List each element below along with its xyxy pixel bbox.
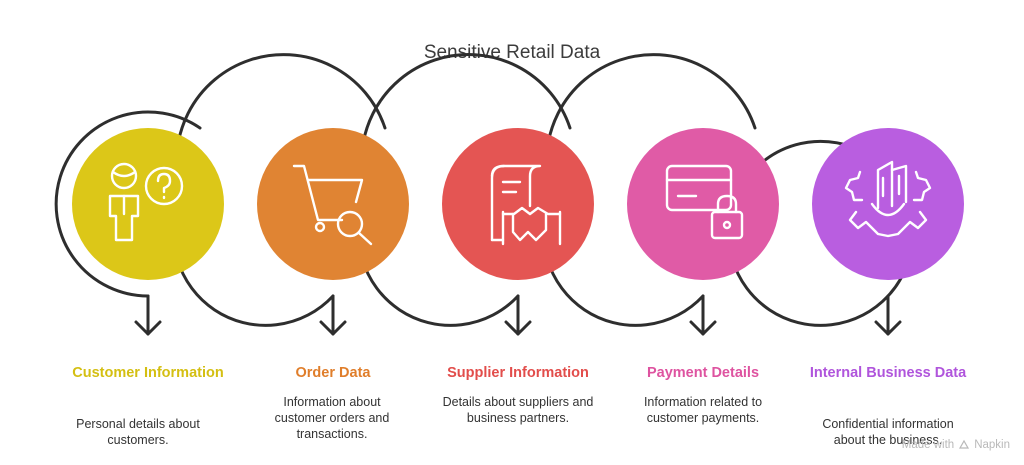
step-label-customer-information: Customer Information xyxy=(72,365,224,381)
watermark-text: Made with xyxy=(901,439,955,451)
step-label-order-data: Order Data xyxy=(295,365,371,381)
contract-handshake-icon xyxy=(490,164,562,246)
circle-internal-business-data xyxy=(812,128,964,280)
watermark: Made with Napkin xyxy=(902,439,1010,451)
arrow-down-icon-4 xyxy=(689,294,717,336)
step-desc-internal-business-data: Confidential information about the busin… xyxy=(822,417,954,447)
circle-supplier-information xyxy=(442,128,594,280)
arrow-down-icon-3 xyxy=(504,294,532,336)
building-gear-icon xyxy=(844,160,932,238)
napkin-logo-icon xyxy=(959,439,970,449)
arrow-down-icon-2 xyxy=(319,294,347,336)
step-desc-customer-information: Personal details about customers. xyxy=(76,417,200,447)
card-lock-icon xyxy=(665,164,744,240)
step-desc-supplier-information: Details about suppliers and business par… xyxy=(442,395,594,425)
watermark-brand: Napkin xyxy=(974,439,1010,451)
arrow-down-icon-5 xyxy=(874,294,902,336)
diagram-title: Sensitive Retail Data xyxy=(423,42,601,63)
circle-payment-details xyxy=(627,128,779,280)
person-question-icon xyxy=(108,162,184,242)
step-label-internal-business-data: Internal Business Data xyxy=(809,365,967,381)
step-label-supplier-information: Supplier Information xyxy=(447,365,589,381)
connector-arc-1 xyxy=(54,110,202,298)
step-desc-payment-details: Information related to customer payments… xyxy=(643,395,763,425)
circle-order-data xyxy=(257,128,409,280)
step-desc-order-data: Information about customer orders and tr… xyxy=(274,395,390,441)
step-label-payment-details: Payment Details xyxy=(646,365,760,381)
arrow-down-icon-1 xyxy=(134,294,162,336)
cart-search-icon xyxy=(292,164,373,246)
circle-customer-information xyxy=(72,128,224,280)
